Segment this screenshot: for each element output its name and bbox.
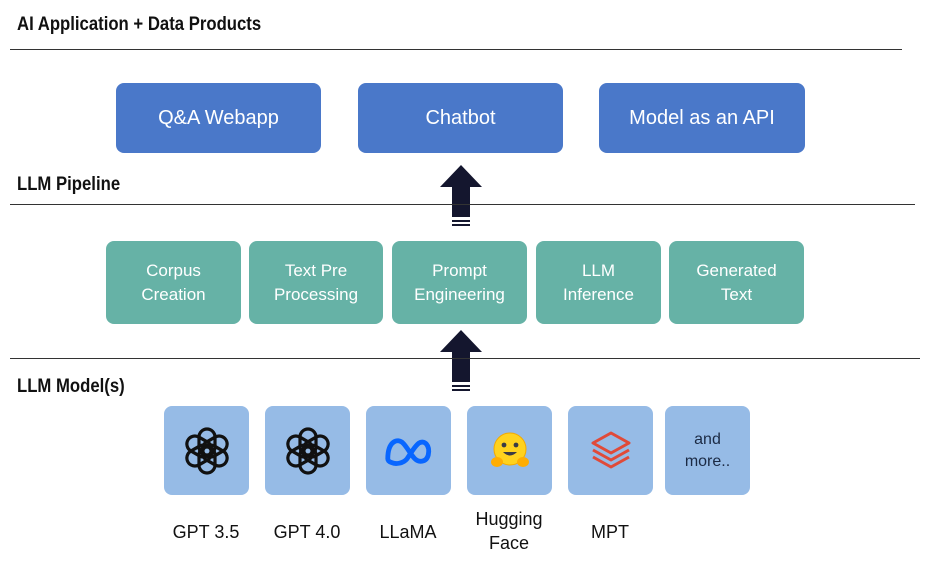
model-label-gpt40: GPT 4.0 xyxy=(273,522,341,542)
model-label-llama: LLaMA xyxy=(379,522,437,542)
product-box-chatbot: Chatbot xyxy=(358,83,563,153)
model-tile-gpt35 xyxy=(164,406,249,495)
databricks-logo-icon xyxy=(584,424,638,478)
model-tile-mpt xyxy=(568,406,653,495)
model-tile-gpt40 xyxy=(265,406,350,495)
model-tile-llama xyxy=(366,406,451,495)
arrow-up-icon xyxy=(440,330,482,391)
pipeline-divider xyxy=(10,204,915,205)
meta-logo-icon xyxy=(382,424,436,478)
pipeline-step-line: Inference xyxy=(563,284,634,304)
product-box-qa-webapp: Q&A Webapp xyxy=(116,83,321,153)
more-models-line: and xyxy=(694,430,721,448)
openai-logo-icon xyxy=(180,424,234,478)
products-divider xyxy=(10,49,902,50)
pipeline-step-line: LLM xyxy=(581,260,616,280)
pipeline-step-line: Creation xyxy=(141,284,206,304)
model-label-line: Face xyxy=(488,533,530,553)
model-label-mpt: MPT xyxy=(591,522,629,542)
pipeline-section-heading: LLM Pipeline xyxy=(17,174,121,195)
more-models-line: more.. xyxy=(684,452,731,470)
pipeline-step-text-preprocessing: Text Pre Processing xyxy=(249,241,383,324)
openai-logo-icon xyxy=(281,424,335,478)
pipeline-step-line: Text xyxy=(720,284,753,304)
arrow-up-icon xyxy=(440,165,482,226)
product-box-model-api: Model as an API xyxy=(599,83,805,153)
model-label-line: Hugging xyxy=(475,509,543,529)
pipeline-step-corpus-creation: Corpus Creation xyxy=(106,241,241,324)
pipeline-step-line: Processing xyxy=(273,284,359,304)
models-section-heading: LLM Model(s) xyxy=(17,376,125,397)
model-tile-and-more: and more.. xyxy=(665,406,750,495)
models-divider xyxy=(10,358,920,359)
pipeline-step-prompt-engineering: Prompt Engineering xyxy=(392,241,527,324)
more-models-text: and more.. xyxy=(685,429,730,473)
hugging-face-emoji-icon xyxy=(483,424,537,478)
products-section-heading: AI Application + Data Products xyxy=(17,14,262,35)
pipeline-step-llm-inference: LLM Inference xyxy=(536,241,661,324)
pipeline-step-generated-text: Generated Text xyxy=(669,241,804,324)
pipeline-step-line: Generated xyxy=(696,260,777,280)
pipeline-step-line: Engineering xyxy=(414,284,505,304)
pipeline-step-line: Prompt xyxy=(432,260,487,280)
pipeline-step-line: Text Pre xyxy=(284,260,348,280)
pipeline-step-line: Corpus xyxy=(146,260,201,280)
model-label-hugging-face: Hugging Face xyxy=(454,507,564,555)
model-label-gpt35: GPT 3.5 xyxy=(172,522,240,542)
model-tile-hugging-face xyxy=(467,406,552,495)
